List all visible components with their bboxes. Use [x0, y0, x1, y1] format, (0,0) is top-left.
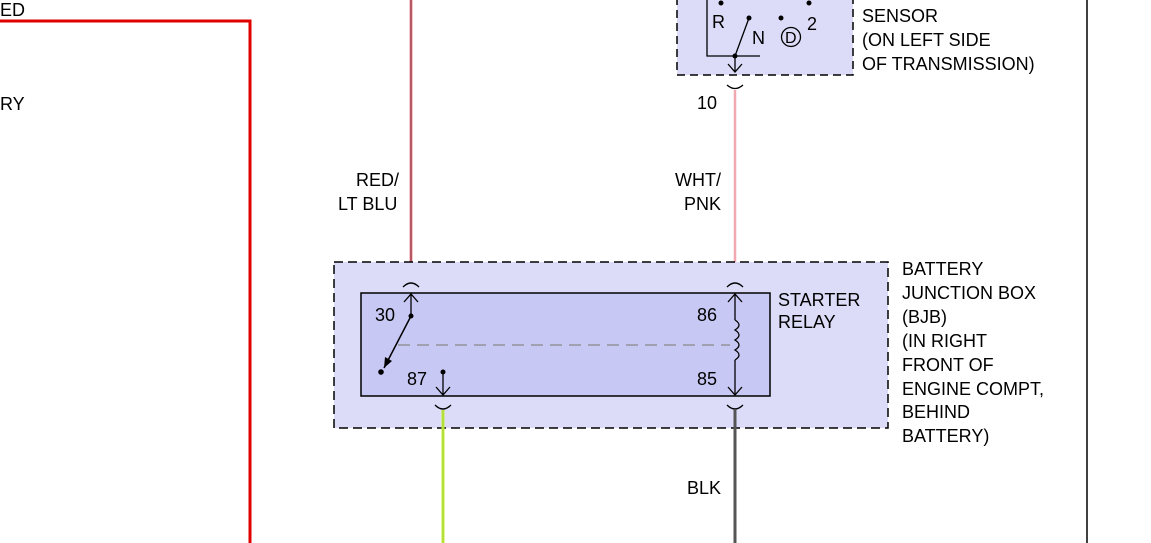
bjb-connector-87-bottom [434, 404, 452, 410]
relay-switch-contact [378, 369, 384, 375]
sensor-switch-arm [734, 17, 750, 57]
range-sensor-box [676, 0, 854, 76]
wht-pnk-label-1: WHT/ [675, 170, 721, 190]
sensor-internal-switch [706, 0, 760, 57]
bjb-desc-line1: BATTERY [902, 259, 983, 279]
left-partial-label: RY [0, 94, 25, 114]
sensor-desc-line2: (ON LEFT SIDE [862, 30, 991, 50]
sensor-desc-line1: SENSOR [862, 6, 938, 26]
bjb-desc-line7: BEHIND [902, 402, 970, 422]
gear-n-label: N [752, 28, 765, 48]
pin-85-arrow [727, 386, 743, 396]
sensor-contact-top-right [806, 0, 812, 6]
red-lt-blu-label-1: RED/ [356, 170, 399, 190]
pin-10-label: 10 [697, 93, 717, 113]
bjb-connector-86-top [726, 282, 744, 288]
sensor-contact-top-left [718, 0, 724, 6]
pin-87-arrow [435, 386, 451, 396]
gear-d-label: D [785, 30, 797, 47]
gear-2-label: 2 [807, 14, 817, 34]
sensor-contact-n [746, 15, 752, 21]
pin-85-label: 85 [697, 369, 717, 389]
starter-relay-box [360, 292, 771, 397]
bjb-desc-line5: FRONT OF [902, 355, 994, 375]
sensor-desc-line3: OF TRANSMISSION) [862, 54, 1035, 74]
top-left-partial-label: ED [0, 0, 25, 20]
bjb-connector-85-bottom [726, 404, 744, 410]
wht-pnk-connector-top [726, 84, 744, 90]
red-lt-blu-label-2: LT BLU [338, 194, 397, 214]
bjb-desc-line8: BATTERY) [902, 426, 989, 446]
red-wire-left [0, 19, 252, 543]
relay-switch-arrowhead [384, 357, 392, 368]
sensor-contact-d [778, 15, 784, 21]
bjb-desc-line6: ENGINE COMPT, [902, 379, 1044, 399]
pin-86-label: 86 [697, 305, 717, 325]
bjb-desc-line4: (IN RIGHT [902, 331, 987, 351]
sensor-pin-arrow [727, 63, 743, 73]
pin-87-label: 87 [407, 369, 427, 389]
bjb-connector-30-top [402, 282, 420, 288]
pin-30-label: 30 [375, 305, 395, 325]
starter-relay-label-2: RELAY [778, 312, 836, 332]
wht-pnk-label-2: PNK [684, 194, 721, 214]
gear-r-label: R [712, 12, 725, 32]
starter-relay-label-1: STARTER [778, 290, 860, 310]
gear-d-circle [780, 26, 802, 48]
relay-coil [733, 319, 740, 361]
blk-wire-label: BLK [687, 478, 721, 498]
bjb-desc-line3: (BJB) [902, 307, 947, 327]
bjb-desc-line2: JUNCTION BOX [902, 283, 1036, 303]
